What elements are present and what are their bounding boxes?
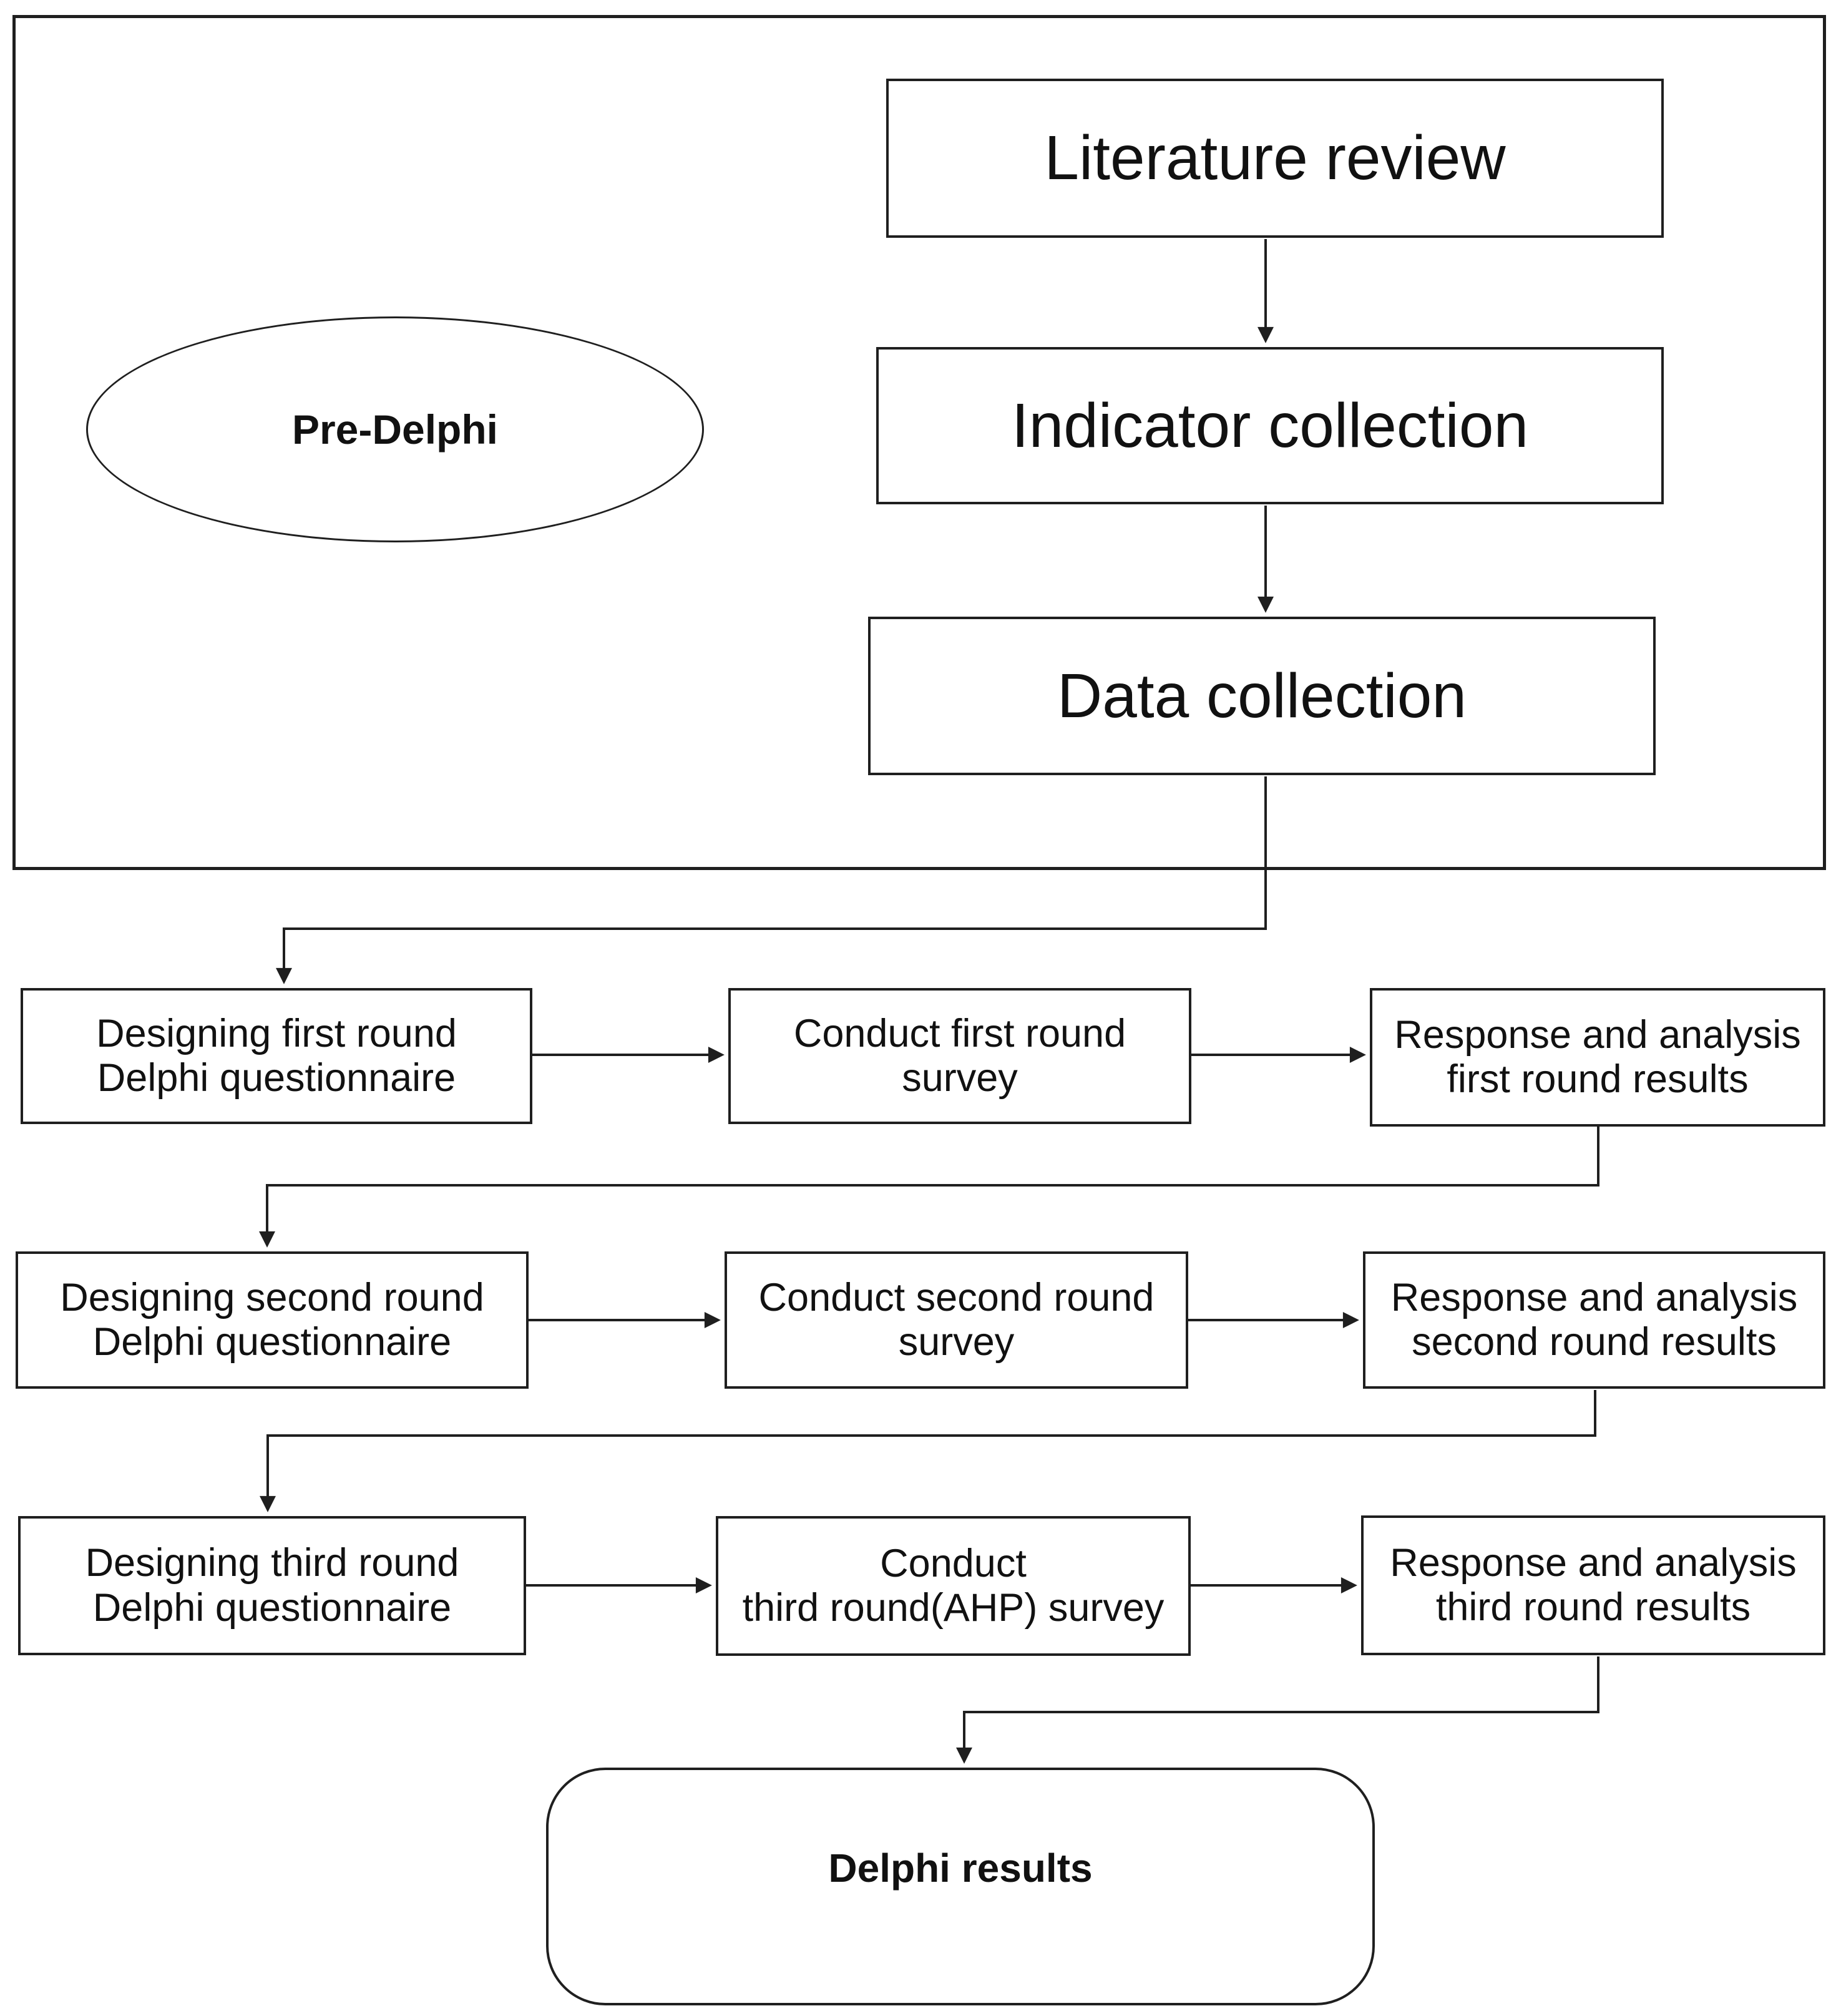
data-collection-box: Data collection: [868, 617, 1656, 775]
indicator-collection-box: Indicator collection: [876, 347, 1664, 504]
design-box-round-3: Designing third round Delphi questionnai…: [18, 1516, 526, 1655]
design-round-1-label: Designing first round Delphi questionnai…: [96, 1011, 457, 1100]
pre-delphi-ellipse: Pre-Delphi: [86, 316, 704, 542]
literature-review-label: Literature review: [1044, 123, 1506, 193]
design-box-round-1: Designing first round Delphi questionnai…: [21, 988, 532, 1124]
literature-review-box: Literature review: [886, 79, 1664, 238]
data-collection-label: Data collection: [1057, 660, 1467, 731]
pre-delphi-label: Pre-Delphi: [291, 406, 499, 453]
conduct-round-3-label: Conduct third round(AHP) survey: [742, 1541, 1165, 1630]
conduct-round-2-label: Conduct second round survey: [758, 1275, 1155, 1364]
design-round-3-label: Designing third round Delphi questionnai…: [85, 1541, 459, 1630]
response-round-3-label: Response and analysis third round result…: [1390, 1540, 1797, 1629]
design-box-round-2: Designing second round Delphi questionna…: [16, 1251, 529, 1389]
response-box-round-1: Response and analysis first round result…: [1370, 988, 1825, 1127]
connector-response1-to-design2: [259, 1125, 1599, 1248]
response-round-1-label: Response and analysis first round result…: [1394, 1012, 1801, 1101]
response-round-2-label: Response and analysis second round resul…: [1390, 1275, 1798, 1364]
design-round-2-label: Designing second round Delphi questionna…: [60, 1275, 484, 1364]
conduct-box-round-1: Conduct first round survey: [728, 988, 1191, 1124]
conduct-box-round-2: Conduct second round survey: [725, 1251, 1188, 1389]
response-box-round-3: Response and analysis third round result…: [1361, 1515, 1825, 1655]
connector-response3-to-results: [956, 1656, 1599, 1764]
indicator-collection-label: Indicator collection: [1011, 390, 1529, 461]
delphi-results-box: Delphi results: [546, 1768, 1375, 2005]
connector-response2-to-design3: [260, 1390, 1596, 1512]
conduct-box-round-3: Conduct third round(AHP) survey: [716, 1516, 1191, 1656]
conduct-round-1-label: Conduct first round survey: [793, 1011, 1126, 1100]
response-box-round-2: Response and analysis second round resul…: [1363, 1251, 1825, 1389]
delphi-results-label: Delphi results: [828, 1845, 1093, 1891]
